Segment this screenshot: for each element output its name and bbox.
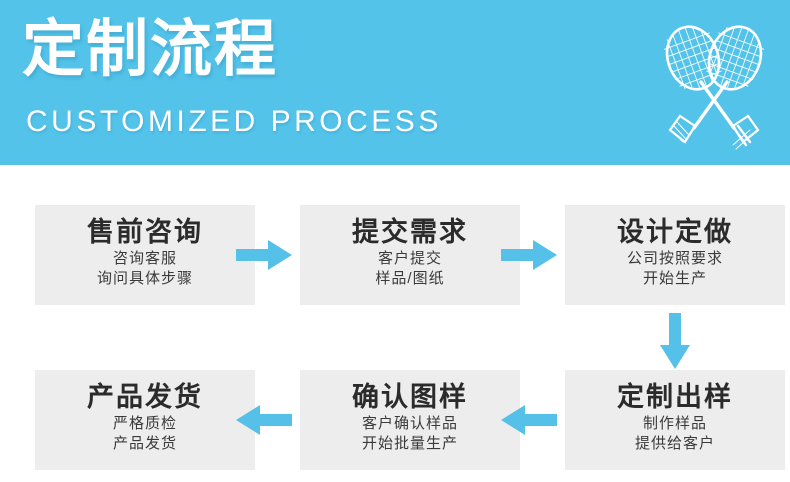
flow-step-2-submit-requirements[interactable]: 提交需求 客户提交 样品/图纸 [300, 205, 520, 305]
flow-step-4-custom-sample[interactable]: 定制出样 制作样品 提供给客户 [565, 370, 785, 470]
page-subtitle: CUSTOMIZED PROCESS [26, 105, 442, 138]
flow-step-1-presales-consultation[interactable]: 售前咨询 咨询客服 询问具体步骤 [35, 205, 255, 305]
arrow-left-icon [501, 403, 557, 437]
page-title: 定制流程 [22, 15, 279, 84]
step-detail-line: 客户确认样品 [361, 415, 458, 432]
step-detail-line: 提供给客户 [634, 435, 715, 452]
arrow-right-icon [236, 238, 292, 272]
step-detail-line: 客户提交 [377, 250, 442, 267]
arrow-left-icon [236, 403, 292, 437]
step-detail-line: 咨询客服 [112, 250, 177, 267]
step-title: 确认图样 [352, 382, 468, 412]
flow-step-6-product-shipment[interactable]: 产品发货 严格质检 产品发货 [35, 370, 255, 470]
step-title: 定制出样 [617, 382, 733, 412]
step-detail-line: 产品发货 [112, 435, 177, 452]
crossed-badminton-rackets-icon [655, 18, 775, 154]
arrow-right-icon [501, 238, 557, 272]
step-detail-line: 公司按照要求 [626, 250, 723, 267]
page-header-banner: 定制流程 CUSTOMIZED PROCESS [0, 0, 790, 165]
arrow-down-icon [658, 313, 692, 369]
customized-process-flow: 售前咨询 咨询客服 询问具体步骤 提交需求 客户提交 样品/图纸 设计定做 公司… [0, 165, 790, 482]
step-detail-line: 样品/图纸 [375, 270, 445, 287]
step-detail-line: 严格质检 [112, 415, 177, 432]
flow-step-5-confirm-drawing[interactable]: 确认图样 客户确认样品 开始批量生产 [300, 370, 520, 470]
step-title: 设计定做 [617, 217, 733, 247]
step-title: 产品发货 [87, 382, 203, 412]
step-title: 售前咨询 [87, 217, 203, 247]
step-title: 提交需求 [352, 217, 468, 247]
step-detail-line: 开始生产 [642, 270, 707, 287]
step-detail-line: 开始批量生产 [361, 435, 458, 452]
step-detail-line: 制作样品 [642, 415, 707, 432]
flow-step-3-design-customization[interactable]: 设计定做 公司按照要求 开始生产 [565, 205, 785, 305]
step-detail-line: 询问具体步骤 [96, 270, 193, 287]
